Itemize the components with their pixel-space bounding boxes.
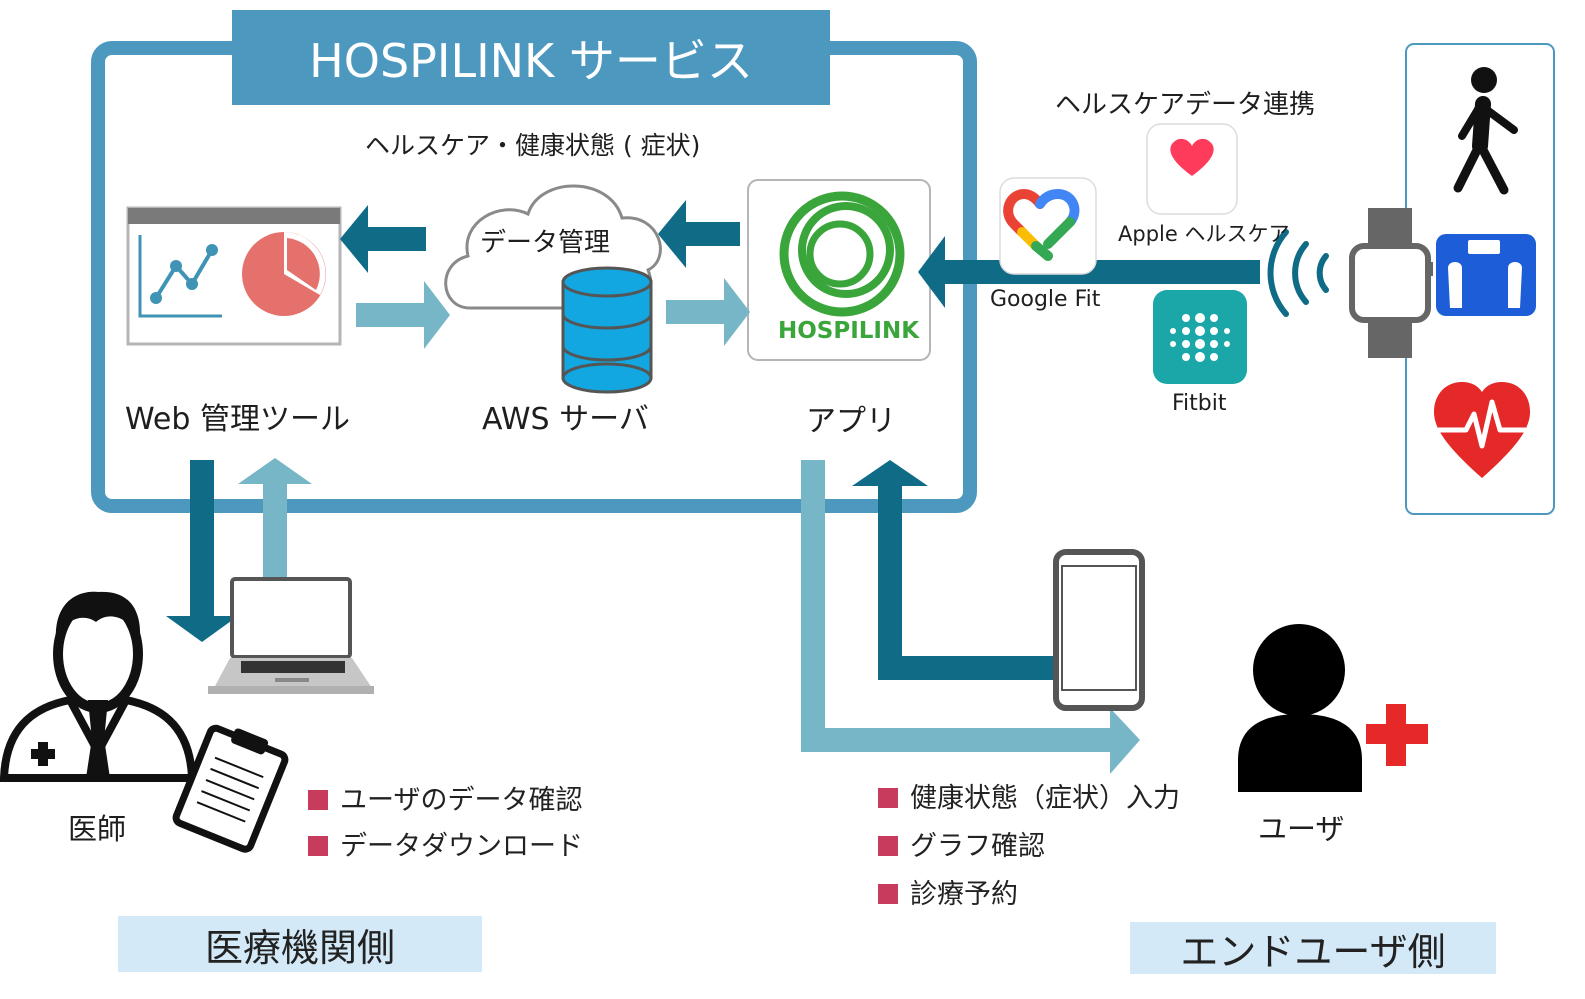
google-fit-label: Google Fit xyxy=(990,287,1101,312)
user-task: グラフ確認 xyxy=(878,824,1045,863)
walking-person-icon xyxy=(1453,67,1518,195)
user-task: 診療予約 xyxy=(878,872,1018,911)
fitbit-dot xyxy=(1182,327,1190,335)
web-tool-label: Web 管理ツール xyxy=(125,402,350,437)
fitbit-dot xyxy=(1195,352,1205,362)
arrow-doctor-to-web xyxy=(238,458,312,582)
integration-title: ヘルスケアデータ連携 xyxy=(1055,90,1316,120)
arrow-app-to-user xyxy=(801,460,1140,774)
arrow-aws-to-web xyxy=(340,205,426,273)
user-icon xyxy=(1238,624,1362,792)
user-task: 健康状態（症状）入力 xyxy=(878,776,1180,815)
fitbit-dot xyxy=(1195,339,1205,349)
arrow-health-to-app xyxy=(918,236,1260,308)
fitbit-dot xyxy=(1182,353,1190,361)
apple-health-icon xyxy=(1146,123,1238,215)
fitbit-dot xyxy=(1210,353,1218,361)
medical-side-label: 医療機関側 xyxy=(118,916,482,972)
fitbit-dot xyxy=(1170,328,1176,334)
fitbit-dot xyxy=(1210,327,1218,335)
doctor-label: 医師 xyxy=(68,812,127,846)
apple-health-label: Apple ヘルスケア xyxy=(1118,222,1290,246)
app-logo-text: HOSPILINK xyxy=(778,318,920,344)
fitbit-dot xyxy=(1224,328,1230,334)
heart-rate-icon xyxy=(1434,382,1530,478)
arrow-user-to-app xyxy=(852,460,1062,680)
flow-label: ヘルスケア・健康状態 ( 症状) xyxy=(365,131,701,160)
app-label: アプリ xyxy=(806,404,896,439)
smartwatch-icon xyxy=(1349,208,1433,358)
doctor-task: データダウンロード xyxy=(308,824,583,863)
arrow-web-to-doctor xyxy=(166,460,238,642)
user-label: ユーザ xyxy=(1258,812,1345,846)
medical-cross-icon xyxy=(1366,704,1428,766)
clipboard-icon xyxy=(172,724,289,853)
doctor-task: ユーザのデータ確認 xyxy=(308,778,582,817)
aws-server-label: AWS サーバ xyxy=(482,402,649,437)
database-icon xyxy=(561,266,653,394)
arrow-aws-to-app xyxy=(666,278,750,346)
web-dashboard-icon xyxy=(126,206,342,346)
fitbit-dot xyxy=(1210,314,1218,322)
fitbit-dot xyxy=(1210,340,1218,348)
doctor-icon xyxy=(0,591,197,782)
enduser-side-label: エンドユーザ側 xyxy=(1130,922,1496,974)
hospilink-app-card xyxy=(747,179,931,361)
google-fit-icon xyxy=(999,177,1097,275)
laptop-icon xyxy=(208,577,374,694)
fitbit-dot xyxy=(1224,341,1230,347)
smartphone-icon xyxy=(1053,549,1145,711)
cloud-label: データ管理 xyxy=(480,228,611,258)
fitbit-dot xyxy=(1195,313,1205,323)
fitbit-dot xyxy=(1195,326,1205,336)
fitbit-dot xyxy=(1170,341,1176,347)
fitbit-dot xyxy=(1182,340,1190,348)
wireless-signal-icon xyxy=(1267,229,1329,317)
arrow-web-to-aws xyxy=(356,281,450,349)
fitbit-dot xyxy=(1182,314,1190,322)
fitbit-label: Fitbit xyxy=(1172,391,1227,416)
arrow-app-to-aws xyxy=(658,200,740,268)
service-title: HOSPILINK サービス xyxy=(232,10,830,105)
fitbit-icon xyxy=(1153,290,1247,384)
body-scale-icon xyxy=(1436,234,1536,316)
